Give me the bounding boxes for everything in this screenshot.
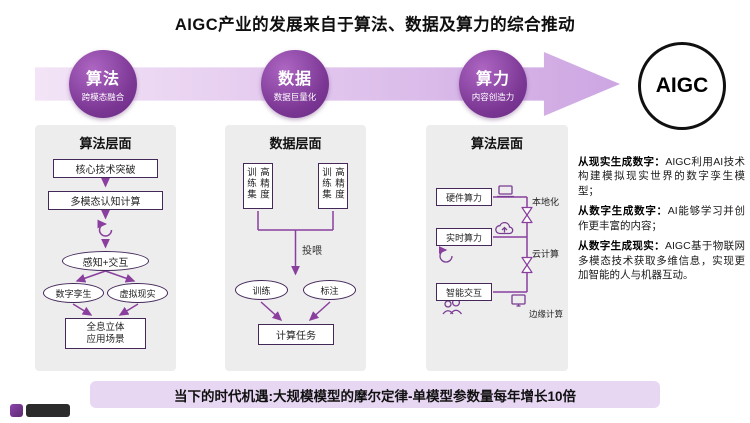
label-localization: 本地化: [532, 197, 560, 207]
label-cloud-computing: 云计算: [532, 249, 560, 259]
node-high-precision-training-set: 高精度训练集: [243, 163, 273, 209]
node-multimodal-cognitive-computing: 多模态认知计算: [48, 191, 163, 210]
node-high-precision-training-set: 高精度训练集: [318, 163, 348, 209]
stage-sublabel: 跨模态融合: [81, 92, 125, 102]
bowtie-symbol: [521, 256, 533, 274]
cycle-arrows-icon: [97, 219, 113, 237]
insight-lead: 从数字生成数字：: [578, 205, 668, 218]
node-holographic-application-scene: 全息立体 应用场景: [65, 318, 146, 349]
laptop-icon: [497, 185, 514, 198]
insight-paragraph: 从数字生成现实：AIGC基于物联网多模态技术获取多维信息，实现更加智能的人与机器…: [578, 239, 745, 282]
insights-panel: 从现实生成数字：AIGC利用AI技术构建模拟现实世界的数字孪生模型； 从数字生成…: [578, 155, 745, 289]
panel3-connectors: [438, 185, 533, 315]
label-edge-computing: 边缘计算: [529, 309, 564, 319]
stage-sublabel: 数据巨量化: [273, 92, 317, 102]
stage-label: 算法: [85, 71, 120, 88]
insight-paragraph: 从现实生成数字：AIGC利用AI技术构建模拟现实世界的数字孪生模型；: [578, 155, 745, 198]
panel2-connectors: [257, 211, 334, 322]
panel-header: 算法层面: [470, 136, 523, 151]
panel-computing-level: 算法层面: [426, 125, 568, 371]
cycle-arrows-icon: [438, 246, 453, 263]
node-training: 训练: [235, 280, 288, 300]
stage-circle-data: 数据 数据巨量化: [261, 50, 329, 118]
insight-body: AI能够学习并创作更丰富的内容；: [578, 205, 746, 232]
stage-circle-computing: 算力 内容创造力: [459, 50, 527, 118]
stage-label: 算力: [475, 71, 510, 88]
people-icon: [442, 298, 463, 315]
stage-circle-algorithm: 算法 跨模态融合: [69, 50, 137, 118]
node-intelligent-interaction: 智能交互: [436, 283, 492, 301]
node-labeling: 标注: [303, 280, 356, 300]
banner-text: 当下的时代机遇:大规模模型的摩尔定律-单模型参数量每年增长10倍: [173, 388, 576, 404]
stage-label: 数据: [277, 71, 312, 88]
stage-sublabel: 内容创造力: [471, 92, 515, 102]
page-title: AIGC产业的发展来自于算法、数据及算力的综合推动: [174, 16, 576, 34]
node-realtime-computing: 实时算力: [436, 228, 492, 246]
insight-lead: 从现实生成数字：: [578, 156, 666, 168]
aigc-result-circle: AIGC: [638, 42, 726, 130]
panel1-connectors: [72, 177, 139, 316]
node-computing-task: 计算任务: [258, 324, 334, 345]
node-virtual-reality: 虚拟现实: [107, 283, 168, 303]
watermark-icon: [10, 404, 23, 417]
panel-data-level: 数据层面 高精度训练集 高精度训练集 投喂 训练 标注 计算任务: [225, 125, 366, 371]
node-text-line: 全息立体: [86, 321, 125, 333]
bottom-banner: 当下的时代机遇:大规模模型的摩尔定律-单模型参数量每年增长10倍: [90, 381, 660, 408]
node-perception-interaction: 感知+交互: [62, 251, 149, 271]
cloud-upload-icon: [495, 222, 514, 235]
panel-header: 数据层面: [269, 136, 322, 151]
node-core-tech-breakthrough: 核心技术突破: [53, 159, 158, 178]
insight-paragraph: 从数字生成数字：AI能够学习并创作更丰富的内容；: [578, 204, 745, 233]
watermark-logo: [10, 404, 70, 417]
panel-header: 算法层面: [79, 136, 132, 151]
aigc-label: AIGC: [655, 74, 709, 97]
insight-body: AIGC利用AI技术构建模拟现实世界的数字孪生模型；: [578, 156, 745, 197]
bowtie-symbol: [521, 206, 533, 224]
node-hardware-computing: 硬件算力: [436, 188, 492, 206]
node-digital-twin: 数字孪生: [43, 283, 104, 303]
insight-lead: 从数字生成现实：: [578, 240, 665, 253]
monitor-icon: [511, 294, 526, 307]
node-text-line: 应用场景: [86, 333, 125, 345]
feed-arrow-label: 投喂: [302, 246, 322, 257]
panel-algorithm-level: 算法层面 核心技术突破 多模态认知计算 感知+交互 数字孪生 虚拟现实: [35, 125, 176, 371]
watermark-text-chip: [26, 404, 70, 417]
insight-body: AIGC基于物联网多模态技术获取多维信息，实现更加智能的人与机器互动。: [578, 240, 746, 282]
